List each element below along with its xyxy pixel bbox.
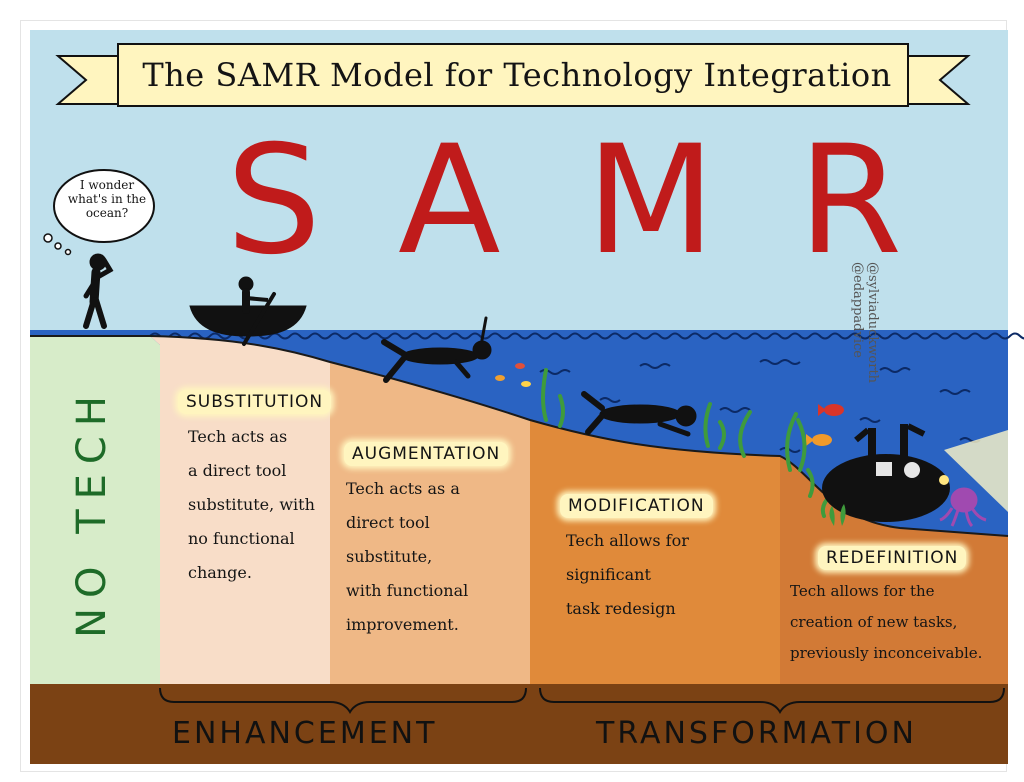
desc-line: direct tool xyxy=(346,513,430,532)
modification-desc: Tech allows for significant task redesig… xyxy=(566,524,689,626)
letter-r: R xyxy=(798,114,903,288)
desc-line: Tech allows for the xyxy=(790,582,935,600)
credit-sylvia: @sylviaduckworth xyxy=(865,262,880,384)
wave-marks xyxy=(149,332,1024,453)
desc-line: Tech acts as a xyxy=(346,479,460,498)
substitution-label: SUBSTITUTION xyxy=(178,390,332,414)
redefinition-desc: Tech allows for the creation of new task… xyxy=(790,576,982,669)
person-figure xyxy=(83,253,114,329)
submarine xyxy=(822,423,1008,522)
thought-bubble xyxy=(43,169,155,256)
credit-edapp: @edappadvice xyxy=(850,262,865,358)
sea-plant xyxy=(829,504,846,526)
desc-line: a direct tool xyxy=(188,461,287,480)
desc-line: Tech acts as xyxy=(188,427,288,446)
desc-line: improvement. xyxy=(346,615,459,634)
canoe xyxy=(189,276,307,346)
redefinition-label: REDEFINITION xyxy=(818,546,967,570)
desc-line: no functional xyxy=(188,529,295,548)
enhancement-brace xyxy=(159,687,527,714)
octopus xyxy=(939,487,987,528)
zone-modification xyxy=(530,420,780,684)
desc-line: with functional xyxy=(346,581,469,600)
augmentation-desc: Tech acts as a direct tool substitute, w… xyxy=(346,472,468,642)
letter-s: S xyxy=(226,114,322,288)
desc-line: Tech allows for xyxy=(566,531,689,550)
substitution-desc: Tech acts as a direct tool substitute, w… xyxy=(188,420,315,590)
zone-substitution xyxy=(150,336,330,684)
credit-text: @sylviaduckworth @edappadvice xyxy=(850,262,880,462)
thought-bubble-text: I wonder what's in the ocean? xyxy=(67,178,147,220)
letter-m: M xyxy=(586,114,716,288)
scuba-diver xyxy=(581,391,697,437)
zone-no-tech xyxy=(30,336,160,684)
seabed-outline xyxy=(30,335,1009,537)
fish xyxy=(495,363,844,446)
desc-line: creation of new tasks, xyxy=(790,613,958,631)
desc-line: change. xyxy=(188,563,252,582)
title-banner xyxy=(55,43,971,107)
modification-label: MODIFICATION xyxy=(560,494,713,518)
transformation-brace xyxy=(539,687,1005,714)
no-tech-label: NO TECH xyxy=(69,386,115,638)
desc-line: substitute, xyxy=(346,547,433,566)
enhancement-label: ENHANCEMENT xyxy=(172,716,438,751)
desc-line: previously inconceivable. xyxy=(790,644,983,662)
soil-band xyxy=(30,684,1008,764)
transformation-label: TRANSFORMATION xyxy=(596,716,917,751)
desc-line: task redesign xyxy=(566,599,676,618)
page-title: The SAMR Model for Technology Integratio… xyxy=(142,56,892,94)
desc-line: significant xyxy=(566,565,651,584)
letter-a: A xyxy=(398,114,501,288)
snorkeler xyxy=(381,316,492,383)
zone-redefinition xyxy=(780,456,1008,684)
desc-line: substitute, with xyxy=(188,495,315,514)
augmentation-label: AUGMENTATION xyxy=(344,442,509,466)
